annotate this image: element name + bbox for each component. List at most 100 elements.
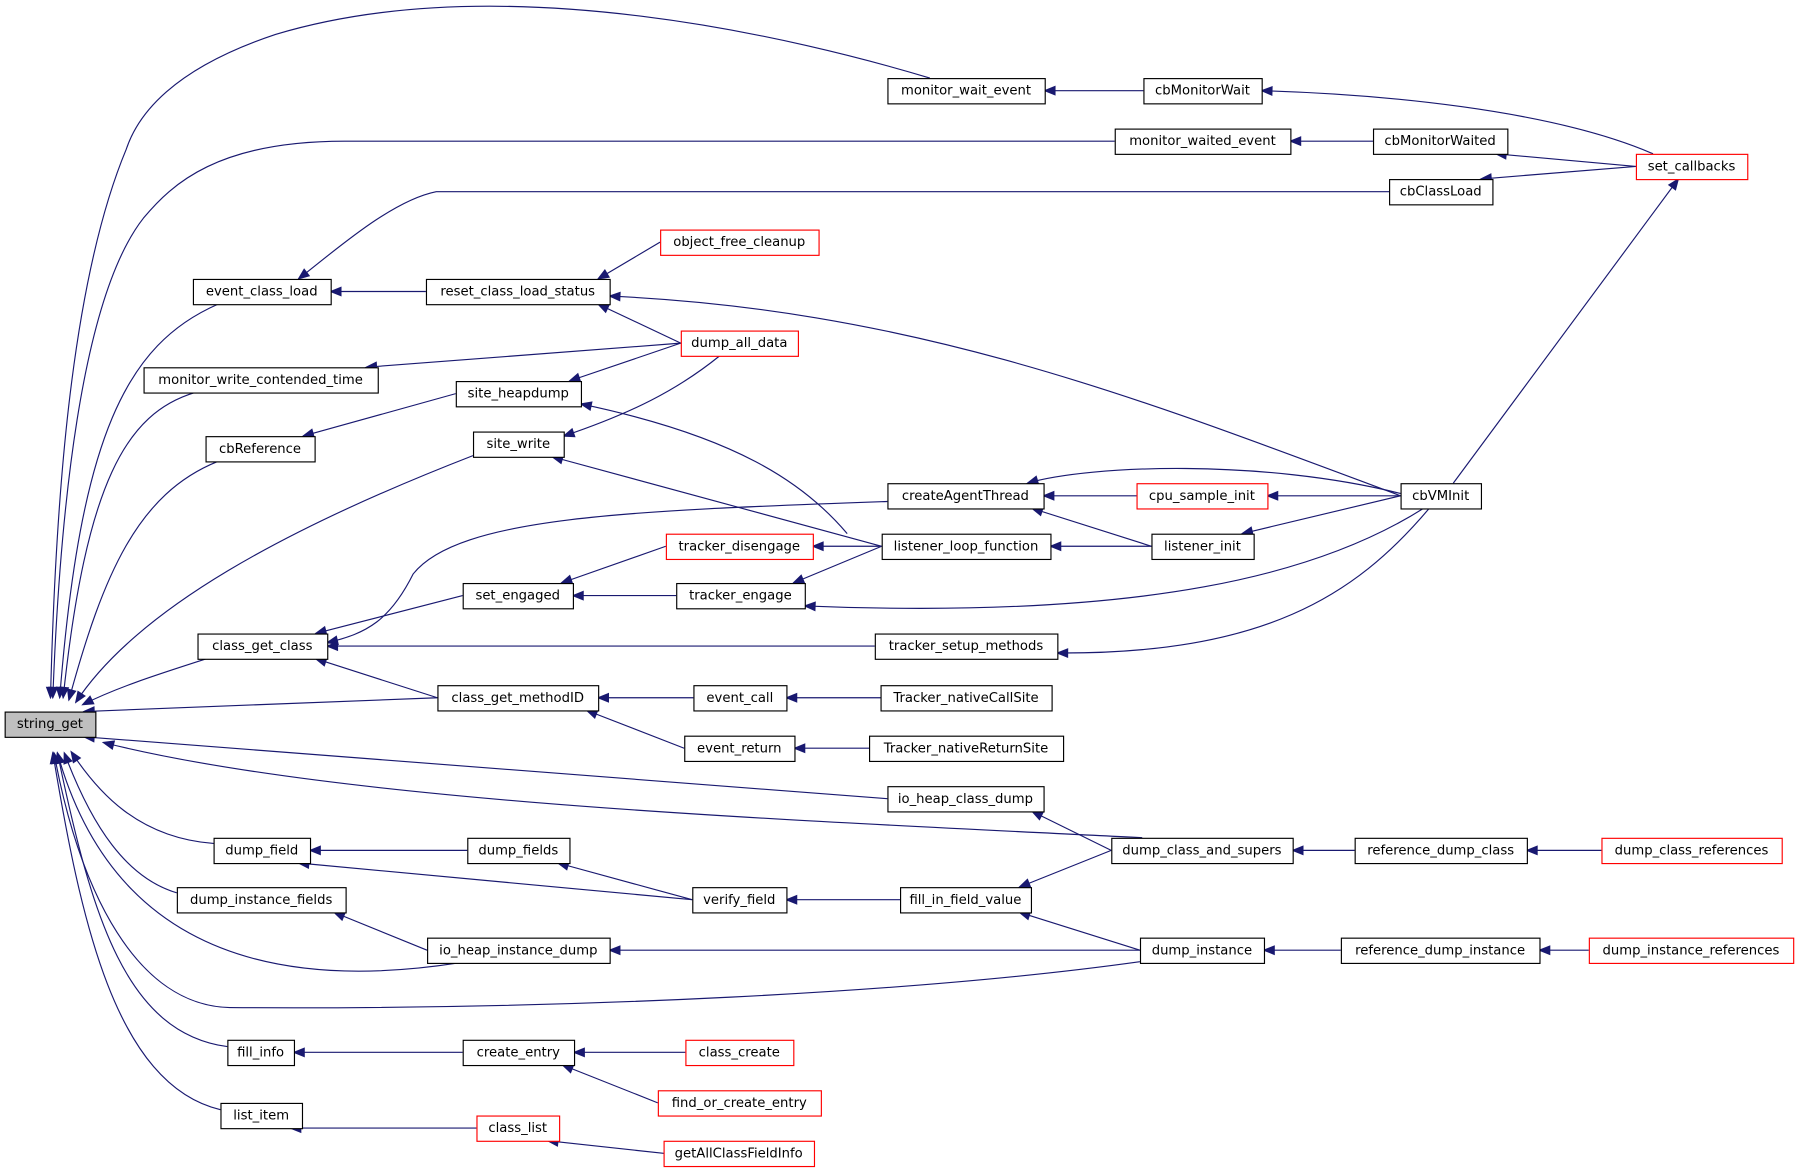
node-label: cbMonitorWait [1155,84,1250,99]
node-get-all-class-field-info[interactable]: getAllClassFieldInfo [663,1140,816,1168]
edge-line [56,752,228,1048]
node-io-heap-instance-dump[interactable]: io_heap_instance_dump [427,937,611,964]
node-tracker-native-return-site[interactable]: Tracker_nativeReturnSite [869,735,1065,763]
node-dump-class-references[interactable]: dump_class_references [1601,837,1783,865]
node-monitor-wait-event[interactable]: monitor_wait_event [887,78,1046,105]
arrowhead-icon [608,291,621,302]
node-event-call[interactable]: event_call [693,685,788,712]
node-label: fill_info [237,1045,284,1060]
node-cb-monitor-waited[interactable]: cbMonitorWaited [1372,128,1509,155]
node-reference-dump-class[interactable]: reference_dump_class [1354,837,1528,865]
node-object-free-cleanup[interactable]: object_free_cleanup [660,229,820,256]
node-fill-info[interactable]: fill_info [227,1039,296,1067]
node-listener-loop-function[interactable]: listener_loop_function [881,533,1052,561]
node-io-heap-class-dump[interactable]: io_heap_class_dump [887,786,1045,813]
arrowhead-icon [1262,945,1275,956]
node-dump-all-data[interactable]: dump_all_data [680,330,799,357]
node-reference-dump-instance[interactable]: reference_dump_instance [1340,937,1541,964]
node-label: listener_init [1164,539,1241,554]
node-tracker-disengage[interactable]: tracker_disengage [665,533,814,561]
node-cb-class-load[interactable]: cbClassLoad [1389,179,1494,206]
node-box [684,735,796,763]
node-dump-instance-fields[interactable]: dump_instance_fields [176,887,347,914]
arrowhead-icon [1260,86,1273,96]
call-edge-reference-dump-instance-to-dump-instance [1262,945,1341,956]
arrowhead-icon [49,751,60,765]
node-label: io_heap_instance_dump [439,943,597,958]
node-label: dump_class_references [1615,843,1769,858]
node-class-list[interactable]: class_list [476,1115,561,1142]
node-list-item[interactable]: list_item [220,1102,304,1130]
node-box [660,229,820,256]
call-edge-tracker-engage-to-set-engaged [571,590,677,601]
node-tracker-engage[interactable]: tracker_engage [676,582,806,610]
node-dump-field[interactable]: dump_field [213,837,312,865]
node-create-agent-thread[interactable]: createAgentThread [887,483,1045,510]
node-cb-monitor-wait[interactable]: cbMonitorWait [1143,78,1263,105]
node-dump-instance[interactable]: dump_instance [1139,937,1266,964]
call-edge-set-callbacks-to-cb-monitor-waited [1494,149,1636,167]
node-box [1111,837,1294,865]
node-tracker-setup-methods[interactable]: tracker_setup_methods [874,633,1059,660]
node-label: object_free_cleanup [673,235,805,250]
node-cpu-sample-init[interactable]: cpu_sample_init [1136,483,1269,510]
edge-line [1495,153,1636,167]
node-site-heapdump[interactable]: site_heapdump [455,381,583,408]
node-tracker-native-call-site[interactable]: Tracker_nativeCallSite [880,685,1053,712]
node-verify-field[interactable]: verify_field [692,887,788,914]
node-box [693,685,788,712]
node-label: dump_all_data [691,336,787,351]
node-fill-in-field-value[interactable]: fill_in_field_value [900,887,1033,914]
node-cb-reference[interactable]: cbReference [205,436,316,463]
node-box [427,937,611,964]
node-label: dump_instance_references [1603,943,1780,958]
node-class-get-class[interactable]: class_get_class [197,633,329,660]
edge-line [62,391,196,698]
arrowhead-icon [791,574,806,584]
call-edge-dump-class-and-supers-to-string-get [101,740,1143,839]
node-monitor-waited-event[interactable]: monitor_waited_event [1114,128,1292,155]
node-create-entry[interactable]: create_entry [462,1039,576,1067]
call-edge-dump-all-data-to-reset-class-load-status [596,303,681,344]
node-label: tracker_engage [689,589,792,604]
node-listener-init[interactable]: listener_init [1151,533,1255,561]
node-dump-instance-references[interactable]: dump_instance_references [1588,937,1795,964]
call-edge-site-heapdump-to-cb-reference [301,393,456,438]
node-monitor-write-contended-time[interactable]: monitor_write_contended_time [143,367,379,394]
node-cb-vminit[interactable]: cbVMInit [1400,483,1483,510]
call-edge-event-class-load-to-string-get [55,303,219,700]
edge-line [1031,810,1112,851]
edge-line [609,295,1401,497]
node-event-return[interactable]: event_return [684,735,796,763]
call-edge-class-get-method-id-to-class-get-class [314,657,438,699]
node-set-callbacks[interactable]: set_callbacks [1635,153,1749,181]
call-edge-dump-all-data-to-site-heapdump [567,342,681,383]
edge-line [49,5,931,698]
node-dump-class-and-supers[interactable]: dump_class_and_supers [1111,837,1294,865]
node-label: reference_dump_instance [1355,943,1525,958]
node-label: Tracker_nativeCallSite [892,691,1038,706]
node-dump-fields[interactable]: dump_fields [467,837,571,865]
call-edge-dump-fields-to-dump-field [308,845,468,856]
call-edge-create-agent-thread-to-class-get-class [325,500,888,646]
node-label: cbVMInit [1412,489,1469,504]
node-box [425,278,611,306]
call-edge-list-item-to-string-get [49,751,221,1111]
call-edge-dump-all-data-to-monitor-write-contended-time [364,342,681,372]
node-site-write[interactable]: site_write [472,431,565,458]
node-label: dump_instance_fields [190,893,332,908]
call-edge-monitor-waited-event-to-string-get [48,140,1115,700]
node-label: io_heap_class_dump [898,792,1033,807]
node-label: monitor_wait_event [901,84,1031,99]
edge-line [597,303,681,344]
arrowhead-icon [101,740,116,750]
node-reset-class-load-status[interactable]: reset_class_load_status [425,278,611,306]
arrowhead-icon [1667,177,1680,191]
call-edge-listener-loop-function-to-tracker-disengage [811,541,882,552]
node-find-or-create-entry[interactable]: find_or_create_entry [657,1090,822,1117]
node-class-create[interactable]: class_create [685,1039,795,1067]
node-set-engaged[interactable]: set_engaged [462,582,574,610]
node-event-class-load[interactable]: event_class_load [192,278,332,306]
arrowhead-icon [596,269,611,280]
node-class-get-method-id[interactable]: class_get_methodID [437,685,600,712]
